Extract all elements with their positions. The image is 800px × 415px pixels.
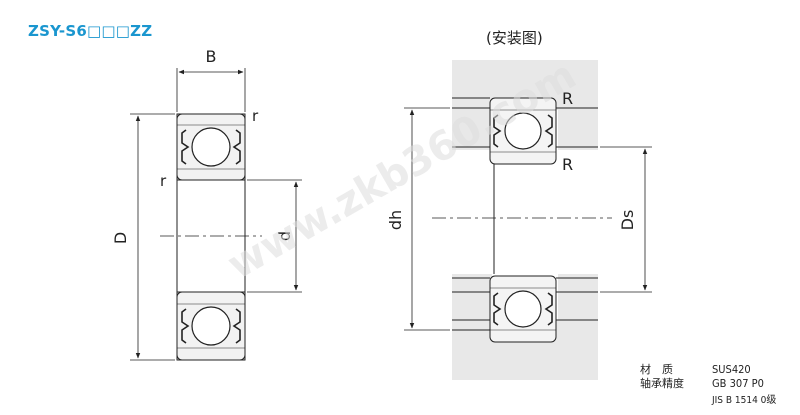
spec-accuracy-jis: JIS B 1514 0级 bbox=[712, 391, 800, 406]
label-D: D bbox=[111, 232, 130, 244]
install-title: (安装图) bbox=[486, 29, 543, 47]
label-Ds: Ds bbox=[618, 210, 637, 231]
label-dh: dh bbox=[386, 210, 405, 230]
bearing-section-left bbox=[130, 68, 302, 361]
shield-left-top bbox=[181, 129, 190, 165]
accuracy-value-gb: GB 307 P0 bbox=[712, 377, 764, 390]
shield-right-top bbox=[232, 129, 241, 165]
label-r-top: r bbox=[252, 107, 259, 125]
installation-drawing bbox=[404, 60, 652, 380]
label-B: B bbox=[206, 47, 217, 66]
shield-right-bottom bbox=[232, 308, 241, 344]
install-ball-bottom bbox=[504, 290, 542, 328]
material-value: SUS420 bbox=[712, 363, 751, 376]
shield-left-bottom bbox=[181, 308, 190, 344]
accuracy-value-jis: JIS B 1514 0级 bbox=[712, 395, 777, 406]
watermark: www.zkb360.com bbox=[220, 52, 584, 289]
model-code: ZSY-S6□□□ZZ bbox=[28, 22, 153, 40]
label-d: d bbox=[275, 231, 294, 241]
install-ball-top bbox=[504, 112, 542, 150]
spec-accuracy: 轴承精度 GB 307 P0 bbox=[640, 375, 800, 391]
material-label: 材 质 bbox=[640, 363, 673, 376]
spec-material: 材 质 SUS420 bbox=[640, 361, 800, 377]
ball-bottom bbox=[191, 306, 231, 346]
label-r-left: r bbox=[160, 172, 167, 190]
ball-top bbox=[191, 127, 231, 167]
label-R-bottom: R bbox=[562, 155, 573, 174]
accuracy-label: 轴承精度 bbox=[640, 377, 684, 390]
label-R-top: R bbox=[562, 89, 573, 108]
